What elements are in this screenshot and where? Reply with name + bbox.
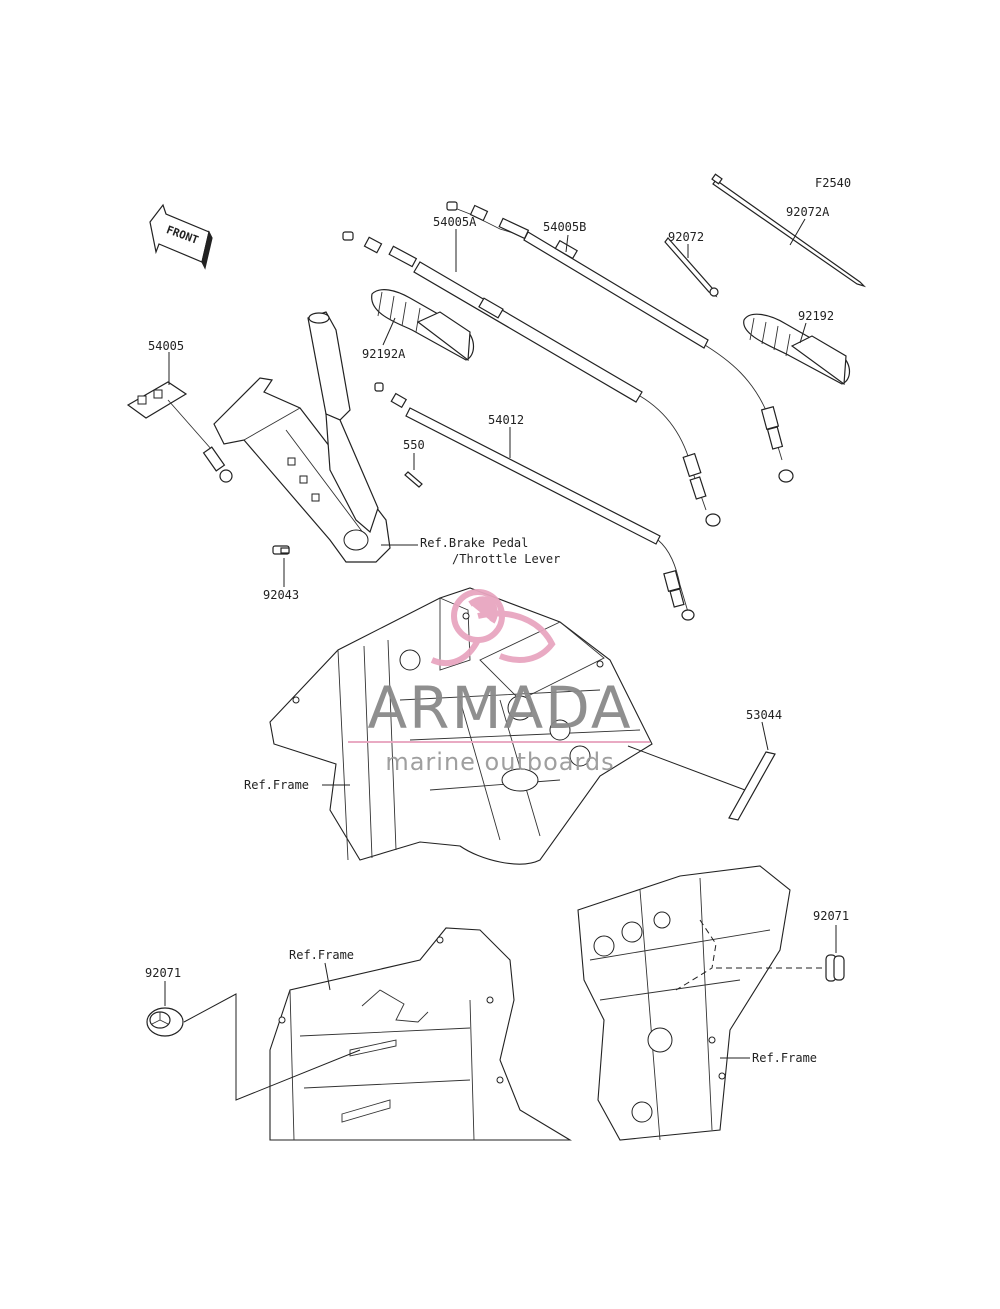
leader-92072a [789, 218, 806, 246]
label-92071-left: 92071 [145, 966, 181, 980]
cable-54005b [446, 201, 794, 483]
watermark-brand: ARMADA [367, 674, 632, 742]
label-53044: 53044 [746, 708, 782, 722]
leader-92071-left-to-frame [183, 993, 361, 1101]
leader-53044-to-frame [627, 745, 746, 791]
bolt-92043 [272, 545, 290, 555]
tie-strap-92072 [664, 237, 719, 298]
label-92072: 92072 [668, 230, 704, 244]
ref-frame-bottom-left: Ref.Frame [289, 948, 354, 962]
boot-92192a [371, 289, 475, 362]
tie-strap-92072a [711, 173, 867, 288]
watermark-tagline: marine outboards [385, 748, 614, 776]
ref-brake-pedal-line2: /Throttle Lever [452, 552, 560, 566]
ref-frame-mid: Ref.Frame [244, 778, 309, 792]
pin-550 [404, 471, 423, 488]
leader-92192a [382, 317, 396, 346]
strip-53044 [728, 751, 776, 821]
label-54005b: 54005B [543, 220, 586, 234]
diagram-code: F2540 [815, 176, 851, 190]
watermark: ARMADA marine outboards [348, 589, 650, 776]
armada-logo-icon [430, 589, 556, 667]
leader-53044 [761, 721, 769, 751]
hidden-cable-path [675, 919, 717, 991]
label-92192a: 92192A [362, 347, 406, 361]
frame-bottom-left [269, 927, 572, 1141]
front-arrow-icon: FRONT [149, 203, 213, 270]
cable-54005 [126, 381, 233, 483]
leader-92192 [799, 322, 807, 344]
label-54005a: 54005A [433, 215, 477, 229]
leader-54005b [565, 234, 569, 253]
label-92192: 92192 [798, 309, 834, 323]
label-54012: 54012 [488, 413, 524, 427]
cable-54005a [342, 231, 721, 527]
cable-54012 [374, 382, 695, 621]
label-550: 550 [403, 438, 425, 452]
label-54005: 54005 [148, 339, 184, 353]
label-92071-right: 92071 [813, 909, 849, 923]
frame-middle [269, 587, 653, 865]
label-92072a: 92072A [786, 205, 830, 219]
brake-pedal-bracket [213, 311, 391, 563]
ref-frame-bottom-right: Ref.Frame [752, 1051, 817, 1065]
leader-frame-bottom-left [324, 962, 331, 991]
boot-92192 [743, 313, 851, 386]
grommet-92071-left [146, 1007, 184, 1037]
grommet-92071-right [825, 954, 845, 982]
frame-bottom-right [577, 865, 791, 1141]
label-92043: 92043 [263, 588, 299, 602]
ref-brake-pedal-line1: Ref.Brake Pedal [420, 536, 528, 550]
